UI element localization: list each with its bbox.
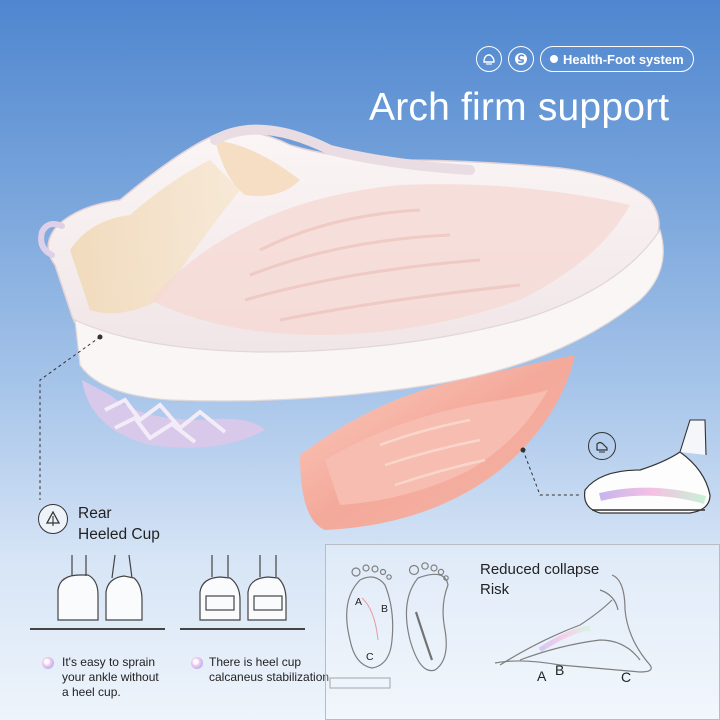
foot-arch-icon — [588, 432, 616, 460]
caption-with-line-2: calcaneus stabilization — [209, 670, 330, 684]
anatomy-panel — [325, 544, 720, 720]
caption-with-line-1: There is heel cup — [209, 655, 302, 669]
headline: Arch firm support — [369, 86, 670, 129]
caption-without-line-3: a heel cup. — [62, 685, 121, 699]
skeleton-label-a: A — [537, 668, 547, 684]
heel-pull-loop — [38, 221, 65, 258]
caption-without-cup: It's easy to sprain your ankle without a… — [42, 655, 159, 700]
arch-leader-line — [522, 449, 580, 496]
lace-area — [210, 124, 475, 175]
panel-title: Reduced collapse Risk — [480, 560, 599, 600]
tpu-cage — [150, 184, 630, 335]
rear-heel-cup-label: Rear Heeled Cup — [78, 503, 160, 545]
caption-bullet-icon — [42, 657, 54, 669]
sneaker — [38, 124, 664, 448]
badge-label: Health-Foot system — [563, 51, 684, 67]
foot-skeleton — [494, 574, 652, 673]
rear-leader-line — [39, 336, 101, 500]
comparison-without-cup — [30, 554, 165, 630]
arch-plate-ribs — [379, 418, 486, 487]
s-swirl-logo-icon — [508, 46, 534, 72]
panel-title-line-2: Risk — [480, 581, 510, 598]
caption-without-line-1: It's easy to sprain — [62, 655, 155, 669]
mini-sneaker — [583, 419, 711, 514]
rear-label-line-2: Heeled Cup — [78, 526, 160, 543]
outsole-tread — [104, 397, 227, 444]
heel-mesh — [70, 160, 240, 314]
badge-row: Health-Foot system — [476, 46, 694, 72]
health-foot-badge: Health-Foot system — [540, 46, 694, 72]
collar-mesh — [215, 140, 300, 196]
footprint-label-c: C — [366, 651, 374, 663]
midsole — [74, 228, 664, 402]
footprint-label-a: A — [355, 596, 363, 608]
rear-label-line-1: Rear — [78, 505, 112, 522]
arch-support-plate — [300, 355, 575, 530]
heel-cup-icon — [38, 504, 68, 534]
caption-bullet-icon — [191, 657, 203, 669]
skeleton-label-b: B — [555, 662, 565, 678]
skeleton-label-c: C — [621, 669, 632, 685]
caption-without-line-2: your ankle without — [62, 670, 159, 684]
shoe-sole-icon — [476, 46, 502, 72]
insole-outline — [405, 562, 449, 672]
footprint-label-b: B — [381, 603, 389, 615]
comparison-with-cup — [180, 555, 305, 630]
scale-bar — [329, 677, 391, 689]
arch-plate-inner — [325, 390, 548, 505]
footprint-outline — [346, 564, 394, 669]
cage-ribs — [244, 208, 521, 322]
badge-dot-icon — [550, 55, 558, 63]
caption-with-cup: There is heel cup calcaneus stabilizatio… — [191, 655, 330, 685]
panel-title-line-1: Reduced collapse — [480, 561, 600, 578]
outsole-heel — [82, 380, 265, 448]
